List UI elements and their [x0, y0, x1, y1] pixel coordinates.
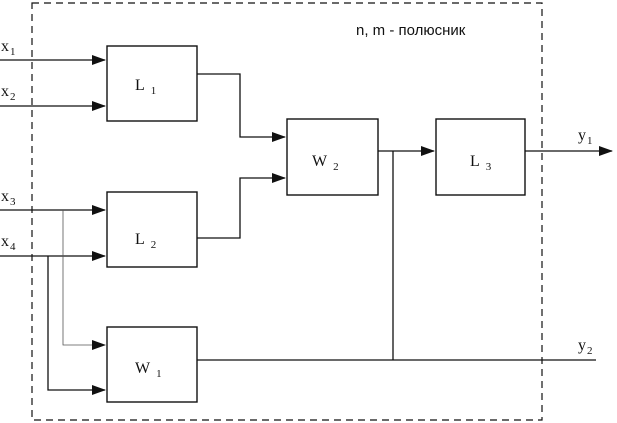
svg-text:L1: L1: [135, 77, 156, 97]
label-y1: y1: [578, 127, 593, 147]
wire-x3-branch-to-W1: [62, 210, 106, 350]
block-W2-index: 2: [333, 161, 339, 173]
svg-text:W1: W1: [135, 360, 162, 380]
wire-L1-to-W2: [197, 73, 286, 142]
block-W1-name: W: [135, 360, 151, 377]
svg-text:L2: L2: [135, 231, 156, 251]
wire-x4-branch-to-W1: [47, 256, 106, 395]
label-x2: x2: [1, 83, 16, 103]
label-x4: x4: [1, 233, 16, 253]
block-L2-name: L: [135, 231, 145, 248]
block-W1-index: 1: [156, 368, 162, 380]
block-L3-index: 3: [486, 161, 492, 173]
svg-text:L3: L3: [470, 153, 492, 173]
block-W2-name: W: [312, 153, 328, 170]
block-L2-index: 2: [151, 239, 157, 251]
diagram-title: n, m - полюсник: [356, 22, 466, 39]
system-boundary: [31, 2, 543, 421]
svg-text:W2: W2: [312, 153, 339, 173]
block-L1-index: 1: [151, 85, 157, 97]
label-y2: y2: [578, 337, 593, 357]
wire-L2-to-W2: [197, 173, 286, 239]
block-L1-name: L: [135, 77, 145, 94]
label-x3: x3: [1, 188, 16, 208]
block-L3-name: L: [470, 153, 480, 170]
label-x1: x1: [1, 38, 16, 58]
